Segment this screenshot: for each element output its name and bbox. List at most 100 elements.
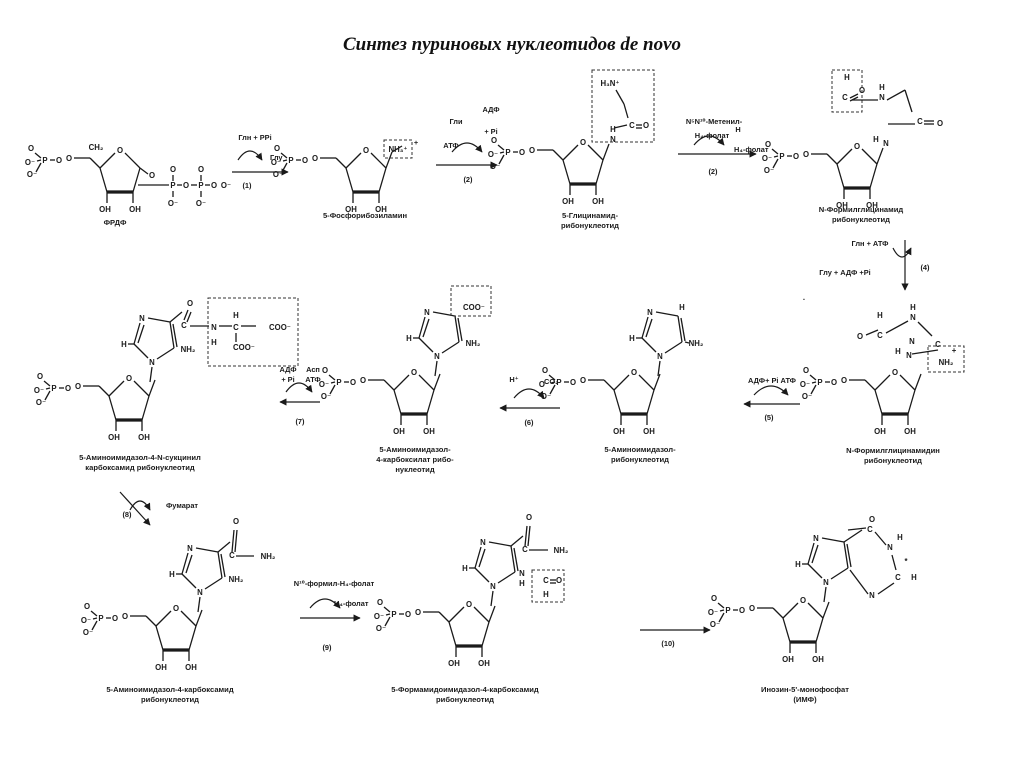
atom-label: H bbox=[629, 334, 635, 343]
atom-label: COO⁻ bbox=[233, 343, 255, 352]
atom-label: C bbox=[522, 545, 528, 554]
atom-label: N bbox=[434, 352, 440, 361]
hydroxyl-label: OH bbox=[345, 205, 357, 214]
atom-label: P bbox=[505, 148, 510, 157]
atom-label: O bbox=[857, 332, 863, 341]
step-label: CO₂ bbox=[544, 377, 558, 386]
atom-label: N bbox=[657, 352, 663, 361]
compound-name: (ИМФ) bbox=[793, 695, 817, 704]
atom-label: O bbox=[519, 148, 525, 157]
atom-label: O bbox=[631, 368, 637, 377]
step-label: АДФ bbox=[482, 105, 500, 114]
atom-label: O⁻ bbox=[319, 380, 329, 389]
atom-label: O bbox=[411, 368, 417, 377]
atom-label: N bbox=[906, 351, 912, 360]
phosphate-group: POO⁻O⁻O bbox=[25, 144, 62, 179]
hydroxyl-label: OH bbox=[185, 663, 197, 672]
atom-label: O bbox=[211, 181, 217, 190]
atom-label: P bbox=[725, 606, 730, 615]
atom-label: H bbox=[910, 303, 916, 312]
atom-label: N bbox=[879, 93, 885, 102]
imidazole-ring: NNH bbox=[795, 534, 852, 603]
atom-label: H bbox=[610, 125, 616, 134]
formyl-highlight-box bbox=[831, 69, 863, 113]
atom-label: O⁻ bbox=[196, 199, 206, 208]
hydroxyl-label: OH bbox=[613, 427, 625, 436]
atom-label: H bbox=[897, 533, 903, 542]
atom-label: O bbox=[122, 612, 128, 621]
compound-imp: NNHCONHC*HNOOHOHOPOO⁻O⁻OИнозин-5'-монофо… bbox=[708, 515, 917, 704]
atom-label: O⁻ bbox=[27, 170, 37, 179]
compound-fgam: OOHOHOPOO⁻O⁻ONHHCONHCNH₂+NN-Формилглицин… bbox=[800, 303, 965, 465]
imidazole-ring: NNH bbox=[406, 308, 463, 377]
atom-label: O bbox=[405, 610, 411, 619]
atom-label: O⁻ bbox=[321, 392, 331, 401]
atom-label: O bbox=[831, 378, 837, 387]
hydroxyl-label: OH bbox=[375, 205, 387, 214]
atom-label: O bbox=[854, 142, 860, 151]
phosphate-group: POO⁻O⁻O bbox=[319, 366, 356, 401]
atom-label: O bbox=[66, 154, 72, 163]
atom-label: C bbox=[229, 551, 235, 560]
atom-label: O bbox=[170, 165, 176, 174]
atom-label: O bbox=[274, 144, 280, 153]
atom-label: COO⁻ bbox=[463, 303, 485, 312]
step-label: (6) bbox=[524, 418, 534, 427]
atom-label: O bbox=[803, 150, 809, 159]
compound-name: 5-Аминоимидазол- bbox=[379, 445, 451, 454]
atom-label: O bbox=[322, 366, 328, 375]
compound-name: 4-карбоксилат рибо- bbox=[376, 455, 454, 464]
phosphate-group: POO⁻O⁻O bbox=[81, 602, 118, 637]
atom-label: O bbox=[466, 600, 472, 609]
compound-saicar: NNHNH₂CONHCHCOO⁻COO⁻OOHOHOPOO⁻O⁻O5-Амино… bbox=[34, 297, 299, 472]
atom-label: O bbox=[765, 140, 771, 149]
atom-label: O⁻ bbox=[708, 608, 718, 617]
atom-label: C bbox=[877, 331, 883, 340]
atom-label: N bbox=[149, 358, 155, 367]
reaction-step-10: (10) bbox=[640, 626, 711, 648]
atom-label: P bbox=[556, 378, 561, 387]
atom-label: N bbox=[647, 308, 653, 317]
atom-label: O bbox=[126, 374, 132, 383]
atom-label: O⁻ bbox=[83, 628, 93, 637]
step-label: Глу bbox=[270, 153, 283, 162]
step-label: H₄-фолат bbox=[734, 145, 769, 154]
atom-label: O bbox=[312, 154, 318, 163]
aspartate-highlight-box bbox=[207, 297, 299, 367]
phosphate-group: POO⁻O⁻O bbox=[271, 144, 308, 179]
atom-label: O bbox=[580, 376, 586, 385]
atom-label: O bbox=[711, 594, 717, 603]
atom-label: P bbox=[198, 181, 203, 190]
amidine-highlight-box bbox=[927, 345, 965, 373]
atom-label: P bbox=[42, 156, 47, 165]
atom-label: H bbox=[679, 303, 685, 312]
compound-name: N-Формилглицинамидин bbox=[846, 446, 940, 455]
atom-label: O bbox=[84, 602, 90, 611]
atom-label: O⁻ bbox=[273, 170, 283, 179]
atom-label: O bbox=[112, 614, 118, 623]
atom-label: N bbox=[869, 591, 875, 600]
atom-label: O bbox=[937, 119, 943, 128]
hydroxyl-label: OH bbox=[129, 205, 141, 214]
step-label: АДФ bbox=[279, 365, 297, 374]
atom-label: NH₂ bbox=[689, 339, 704, 348]
atom-label: H bbox=[211, 338, 217, 347]
hydroxyl-label: OH bbox=[904, 427, 916, 436]
hydroxyl-label: OH bbox=[478, 659, 490, 668]
atom-label: N bbox=[813, 534, 819, 543]
compound-name: Инозин-5'-монофосфат bbox=[761, 685, 849, 694]
atom-label: NH₂ bbox=[181, 345, 196, 354]
atom-label: O bbox=[198, 165, 204, 174]
hydroxyl-label: OH bbox=[448, 659, 460, 668]
atom-label: O⁻ bbox=[764, 166, 774, 175]
atom-label: H bbox=[543, 590, 549, 599]
atom-label: * bbox=[904, 557, 908, 566]
atom-label: COO⁻ bbox=[269, 323, 291, 332]
